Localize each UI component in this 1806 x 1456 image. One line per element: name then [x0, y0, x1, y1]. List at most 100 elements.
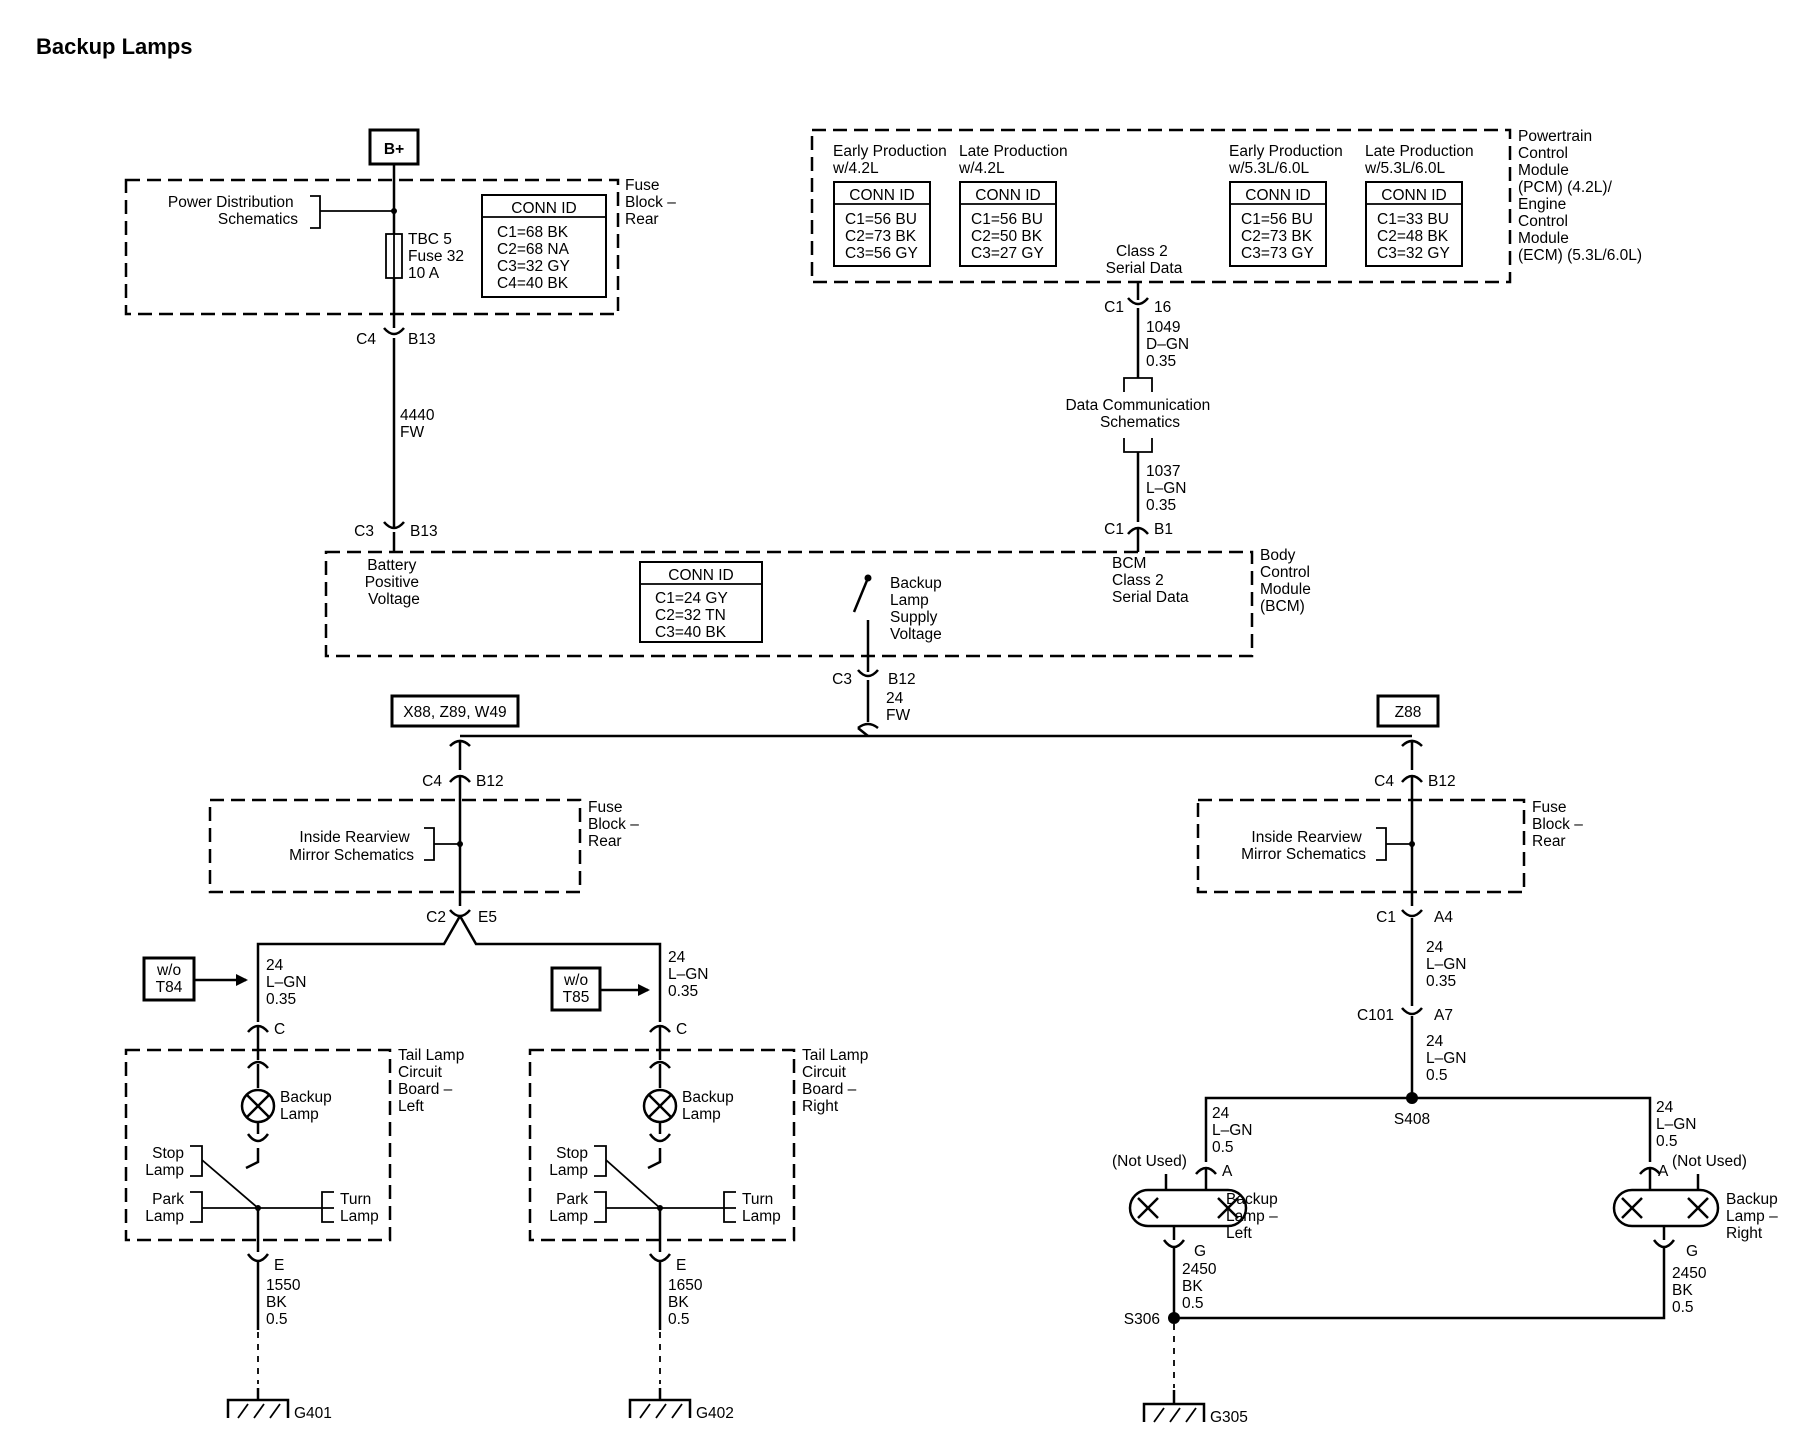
battery-positive-voltage-label: Battery Positive Voltage: [365, 557, 424, 608]
svg-text:CONN ID: CONN ID: [849, 187, 914, 204]
splice-s306: [1168, 1312, 1180, 1324]
svg-text:C1: C1: [1376, 909, 1396, 926]
svg-text:C2=50 BK: C2=50 BK: [971, 228, 1043, 245]
svg-text:C1=33 BU: C1=33 BU: [1377, 211, 1449, 228]
power-distribution-ref: Power Distribution Schematics: [168, 194, 298, 228]
svg-text:E: E: [274, 1257, 284, 1274]
svg-text:C4=40 BK: C4=40 BK: [497, 275, 569, 292]
fuse-block-right: Fuse Block – Rear Inside Rearview Mirror…: [1196, 798, 1583, 894]
svg-text:B12: B12: [888, 671, 916, 688]
svg-text:A7: A7: [1434, 1007, 1453, 1024]
svg-text:C2=68 NA: C2=68 NA: [497, 241, 570, 258]
wire-a-label: 24 L–GN 0.35: [1426, 939, 1471, 990]
svg-text:C3: C3: [832, 671, 852, 688]
svg-text:C2=48 BK: C2=48 BK: [1377, 228, 1449, 245]
body-control-module: Body Control Module (BCM) Battery Positi…: [324, 547, 1315, 658]
connector-c101-a7: [1401, 1007, 1423, 1016]
mirror-schematics-ref-right: Inside Rearview Mirror Schematics: [1241, 829, 1366, 863]
connector-c3-b13: [383, 521, 405, 530]
svg-text:B12: B12: [1428, 773, 1456, 790]
svg-text:B13: B13: [408, 331, 436, 348]
connector-c4-b13: [383, 327, 405, 336]
svg-text:C4: C4: [356, 331, 376, 348]
fuse-block-top: Fuse Block – Rear Power Distribution Sch…: [124, 177, 680, 316]
bcm-conn-table: CONN ID C1=24 GY C2=32 TN C3=40 BK: [639, 561, 763, 643]
svg-text:C3=32 GY: C3=32 GY: [1377, 245, 1450, 262]
svg-text:C3=56 GY: C3=56 GY: [845, 245, 918, 262]
pcm-ecm-module: Powertrain Control Module (PCM) (4.2L)/ …: [810, 128, 1642, 284]
svg-text:S306: S306: [1124, 1311, 1160, 1328]
svg-text:Z88: Z88: [1395, 704, 1422, 721]
fuse-label: TBC 5 Fuse 32 10 A: [408, 231, 468, 282]
ground-g402: G402: [696, 1405, 734, 1422]
backup-lamp-bulb-icon: [240, 1088, 276, 1124]
svg-text:C3=40 BK: C3=40 BK: [655, 624, 727, 641]
svg-text:C1=56 BU: C1=56 BU: [845, 211, 917, 228]
fuse-block-top-conn-table: CONN ID C1=68 BK C2=68 NA C3=32 GY C4=40…: [481, 194, 607, 298]
svg-text:E5: E5: [478, 909, 497, 926]
svg-text:C1=24 GY: C1=24 GY: [655, 590, 728, 607]
svg-text:C: C: [676, 1021, 687, 1038]
svg-text:C3: C3: [354, 523, 374, 540]
fuse-block-top-label: Fuse Block – Rear: [625, 177, 680, 228]
bcm-label: Body Control Module (BCM): [1260, 547, 1315, 615]
svg-text:CONN ID: CONN ID: [1381, 187, 1446, 204]
svg-text:B13: B13: [410, 523, 438, 540]
wire-1037-label: 1037 L–GN 0.35: [1146, 463, 1191, 514]
svg-text:C101: C101: [1357, 1007, 1394, 1024]
svg-text:24L–GN0.5: 24L–GN0.5: [1212, 1105, 1253, 1156]
connector-c1-16: [1127, 297, 1149, 306]
svg-text:C1: C1: [1104, 299, 1124, 316]
wire-1049-label: 1049 D–GN 0.35: [1146, 319, 1193, 370]
option-box-right: Z88: [1376, 694, 1440, 728]
pcm-ecm-label: Powertrain Control Module (PCM) (4.2L)/ …: [1518, 128, 1642, 264]
svg-text:G: G: [1686, 1243, 1698, 1260]
bulb-x-icon: [1621, 1197, 1709, 1219]
backup-lamp-supply-label: Backup Lamp Supply Voltage: [890, 575, 946, 643]
svg-text:CONN ID: CONN ID: [511, 200, 576, 217]
ground-symbol-icon: [226, 1388, 290, 1419]
wire-24-fw-label: 24 FW: [886, 690, 910, 724]
svg-text:CONN ID: CONN ID: [668, 567, 733, 584]
svg-text:16: 16: [1154, 299, 1171, 316]
fuse-block-left-label: Fuse Block – Rear: [588, 799, 643, 850]
backup-lamp-bulb-icon: [642, 1088, 678, 1124]
backup-lamp-switch-icon: [852, 574, 872, 656]
svg-text:C1=68 BK: C1=68 BK: [497, 224, 569, 241]
bulb-x-icon: [1137, 1197, 1239, 1219]
mirror-schematics-ref-left: Inside Rearview Mirror Schematics: [289, 829, 414, 864]
wire-4440-label: 4440 FW: [400, 407, 439, 441]
svg-text:B12: B12: [476, 773, 504, 790]
data-communication-ref: Data Communication Schematics: [1065, 397, 1214, 431]
svg-text:CONN ID: CONN ID: [1245, 187, 1310, 204]
svg-text:C3=73 GY: C3=73 GY: [1241, 245, 1314, 262]
svg-text:A: A: [1222, 1163, 1233, 1180]
svg-text:(Not Used): (Not Used): [1672, 1153, 1747, 1170]
diagram-title: Backup Lamps: [36, 34, 193, 59]
svg-text:C2: C2: [426, 909, 446, 926]
svg-text:24L–GN0.35: 24L–GN0.35: [668, 949, 709, 1000]
svg-text:A4: A4: [1434, 909, 1453, 926]
svg-text:(Not Used): (Not Used): [1112, 1153, 1187, 1170]
